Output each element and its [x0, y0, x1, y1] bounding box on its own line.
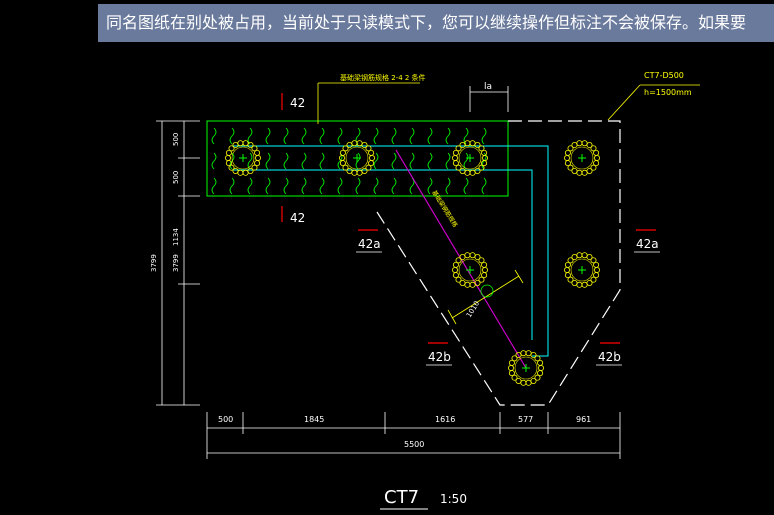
- section-top-1: 42: [290, 96, 305, 110]
- hatch-stroke: [445, 152, 451, 170]
- hatch-stroke: [211, 152, 217, 170]
- hatch-stroke: [229, 127, 235, 145]
- hatch-stroke: [427, 127, 433, 145]
- beam-hatch-area: [206, 120, 509, 197]
- hatch-stroke: [247, 127, 253, 145]
- hatch-stroke: [391, 127, 397, 145]
- hatch-stroke: [265, 152, 271, 170]
- diag-beam-note: 基础梁钢筋规格: [430, 189, 459, 229]
- beam-note: 基础梁钢筋规格 2-4 2 条件: [340, 73, 426, 82]
- hatch-stroke: [301, 177, 307, 195]
- hatch-stroke: [283, 177, 289, 195]
- cap-callout-line1: CT7-D500: [644, 71, 684, 80]
- pile: [338, 140, 375, 176]
- hatch-stroke: [319, 152, 325, 170]
- hatch-stroke: [373, 127, 379, 145]
- pile-cap-outline: [376, 120, 621, 406]
- hatch-stroke: [463, 127, 469, 145]
- hdim-3: 1616: [435, 415, 455, 424]
- drawing-scale: 1:50: [440, 492, 467, 506]
- hatch-stroke: [373, 152, 379, 170]
- hatch-stroke: [247, 177, 253, 195]
- pile: [451, 140, 488, 176]
- hatch-stroke: [265, 127, 271, 145]
- hatch-stroke: [265, 177, 271, 195]
- pile: [507, 350, 545, 386]
- section-b-left: 42b: [428, 350, 451, 364]
- hdim-2: 1845: [304, 415, 324, 424]
- vdim-3: 1134: [172, 228, 180, 246]
- vdim-4: 3799: [172, 254, 180, 272]
- cap-callout-line2: h=1500mm: [644, 88, 692, 97]
- section-top-2: 42: [290, 211, 305, 225]
- la-dimension: [469, 86, 509, 112]
- hatch-stroke: [301, 152, 307, 170]
- rebar-lines: [232, 145, 549, 357]
- hatch-stroke: [247, 152, 253, 170]
- hatch-stroke: [373, 177, 379, 195]
- pile: [451, 252, 488, 288]
- pile: [564, 140, 601, 176]
- vertical-dimensions: [156, 120, 200, 406]
- hdim-5: 961: [576, 415, 591, 424]
- hatch-stroke: [337, 127, 343, 145]
- hatch-stroke: [319, 177, 325, 195]
- pile: [564, 252, 601, 288]
- section-a-right: 42a: [636, 237, 659, 251]
- hatch-stroke: [355, 152, 361, 170]
- la-label: la: [484, 82, 492, 92]
- hatch-stroke: [319, 127, 325, 145]
- vdim-total: 3799: [150, 254, 158, 272]
- hatch-stroke: [391, 177, 397, 195]
- hatch-stroke: [409, 177, 415, 195]
- diag-dim-label: 1010: [465, 300, 481, 319]
- hatch-stroke: [409, 152, 415, 170]
- hdim-1: 500: [218, 415, 233, 424]
- pile: [224, 140, 261, 176]
- hatch-stroke: [445, 127, 451, 145]
- hatch-stroke: [427, 177, 433, 195]
- hatch-stroke: [229, 152, 235, 170]
- hatch-stroke: [427, 152, 433, 170]
- hatch-stroke: [445, 177, 451, 195]
- hatch-stroke: [283, 127, 289, 145]
- readonly-warning-banner: 同名图纸在别处被占用，当前处于只读模式下，您可以继续操作但标注不会被保存。如果要: [98, 4, 774, 42]
- beam-note-leader: [317, 82, 420, 124]
- vdim-2: 500: [172, 171, 180, 184]
- hatch-stroke: [301, 127, 307, 145]
- pile-group: [224, 140, 601, 386]
- drawing-title: CT7: [384, 487, 419, 508]
- section-marks: [281, 93, 656, 344]
- hdim-4: 577: [518, 415, 533, 424]
- hatch-stroke: [211, 177, 217, 195]
- hatch-stroke: [409, 127, 415, 145]
- cap-callout-leader: [607, 84, 700, 121]
- diagonal-dimension: [447, 269, 524, 325]
- hatch-stroke: [337, 177, 343, 195]
- hatch-stroke: [211, 127, 217, 145]
- hatch-stroke: [355, 177, 361, 195]
- section-b-right: 42b: [598, 350, 621, 364]
- section-a-left: 42a: [358, 237, 381, 251]
- hatch-stroke: [481, 127, 487, 145]
- hatch-stroke: [283, 152, 289, 170]
- horizontal-dimensions: [206, 412, 621, 459]
- hatch-stroke: [463, 152, 469, 170]
- vdim-1: 500: [172, 133, 180, 146]
- hatch-stroke: [463, 177, 469, 195]
- hatch-stroke: [391, 152, 397, 170]
- hatch-stroke: [229, 177, 235, 195]
- hdim-total: 5500: [404, 440, 424, 449]
- hatch-stroke: [481, 177, 487, 195]
